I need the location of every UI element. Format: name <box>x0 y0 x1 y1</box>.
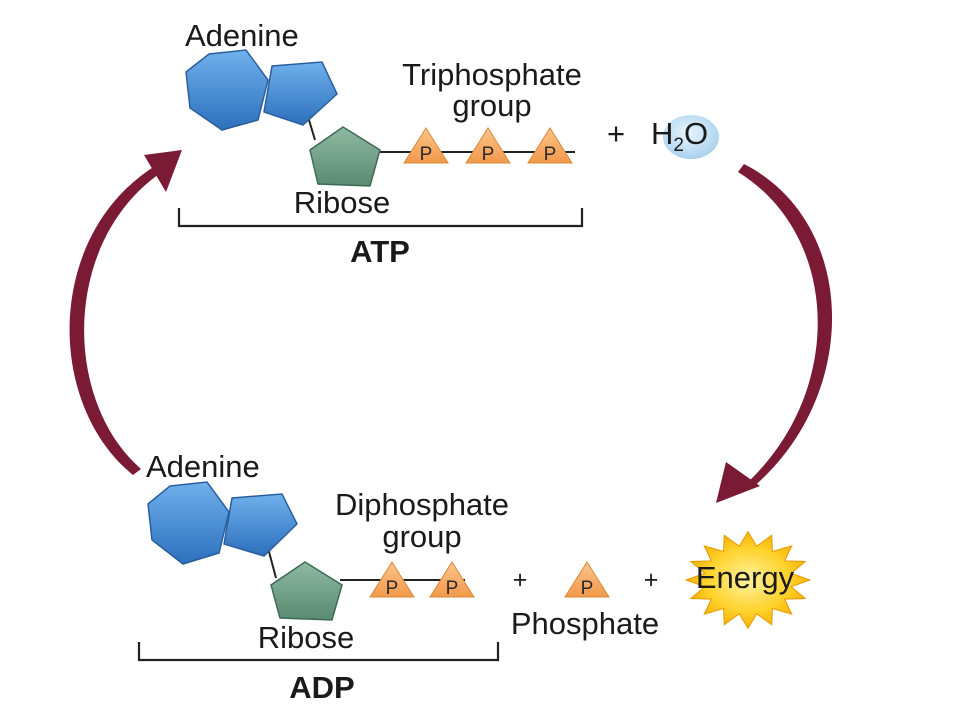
atp-bracket <box>177 208 584 228</box>
atp-adenine-label: Adenine <box>185 18 299 53</box>
adp-plus-sign-2: + <box>644 566 659 594</box>
phosphate-1: P <box>403 127 449 165</box>
diphosphate-label-line1: Diphosphate <box>335 487 509 522</box>
phosphate-3: P <box>527 127 573 165</box>
ribose-pentagon <box>309 126 381 187</box>
phosphate-1-symbol: P <box>420 144 433 165</box>
adp-adenine-pentagon <box>223 493 298 557</box>
phosphate-3-symbol: P <box>544 144 557 165</box>
phosphate-2-symbol: P <box>482 144 495 165</box>
adp-ribose-pentagon <box>270 561 343 621</box>
adp-phosphate-1: P <box>369 561 415 599</box>
free-phosphate-symbol: P <box>581 578 594 599</box>
free-phosphate-label: Phosphate <box>511 606 659 641</box>
energy-label: Energy <box>696 560 795 595</box>
phosphate-2: P <box>465 127 511 165</box>
atp-plus-sign: + <box>607 116 625 151</box>
adp-bracket <box>137 642 500 662</box>
atp-ribose-label: Ribose <box>294 185 391 220</box>
water-formula: H2O <box>651 116 708 156</box>
triphosphate-label-line2: group <box>452 88 531 123</box>
energy-burst: Energy <box>684 530 812 630</box>
adenine-pentagon <box>263 61 338 126</box>
adp-adenine-ribose-bond <box>267 547 277 579</box>
energy-starburst-icon <box>684 530 812 630</box>
adp-phosphate-2: P <box>429 561 475 599</box>
atp-molecule: P P P Adenine Triphosphate group Ribose … <box>177 18 584 269</box>
atp-molecule-label: ATP <box>350 234 410 269</box>
adp-ribose-label: Ribose <box>258 620 355 655</box>
adp-phosphate-2-symbol: P <box>446 578 459 599</box>
adp-molecule: P P Adenine Diphosphate group Ribose ADP <box>137 449 509 705</box>
free-phosphate: P <box>564 561 610 599</box>
adp-phosphate-1-symbol: P <box>386 578 399 599</box>
water-molecule: H2O <box>651 115 719 159</box>
water-bubble <box>663 115 719 159</box>
adp-molecule-label: ADP <box>289 670 354 705</box>
left-cycle-arrow <box>69 150 182 475</box>
adp-plus-sign-1: + <box>513 566 528 594</box>
adenine-hexagon <box>185 49 269 131</box>
triphosphate-label-line1: Triphosphate <box>402 57 582 92</box>
diphosphate-label-line2: group <box>382 519 461 554</box>
adp-adenine-hexagon <box>147 481 230 565</box>
right-cycle-arrow <box>716 164 833 503</box>
adp-adenine-label: Adenine <box>146 449 260 484</box>
